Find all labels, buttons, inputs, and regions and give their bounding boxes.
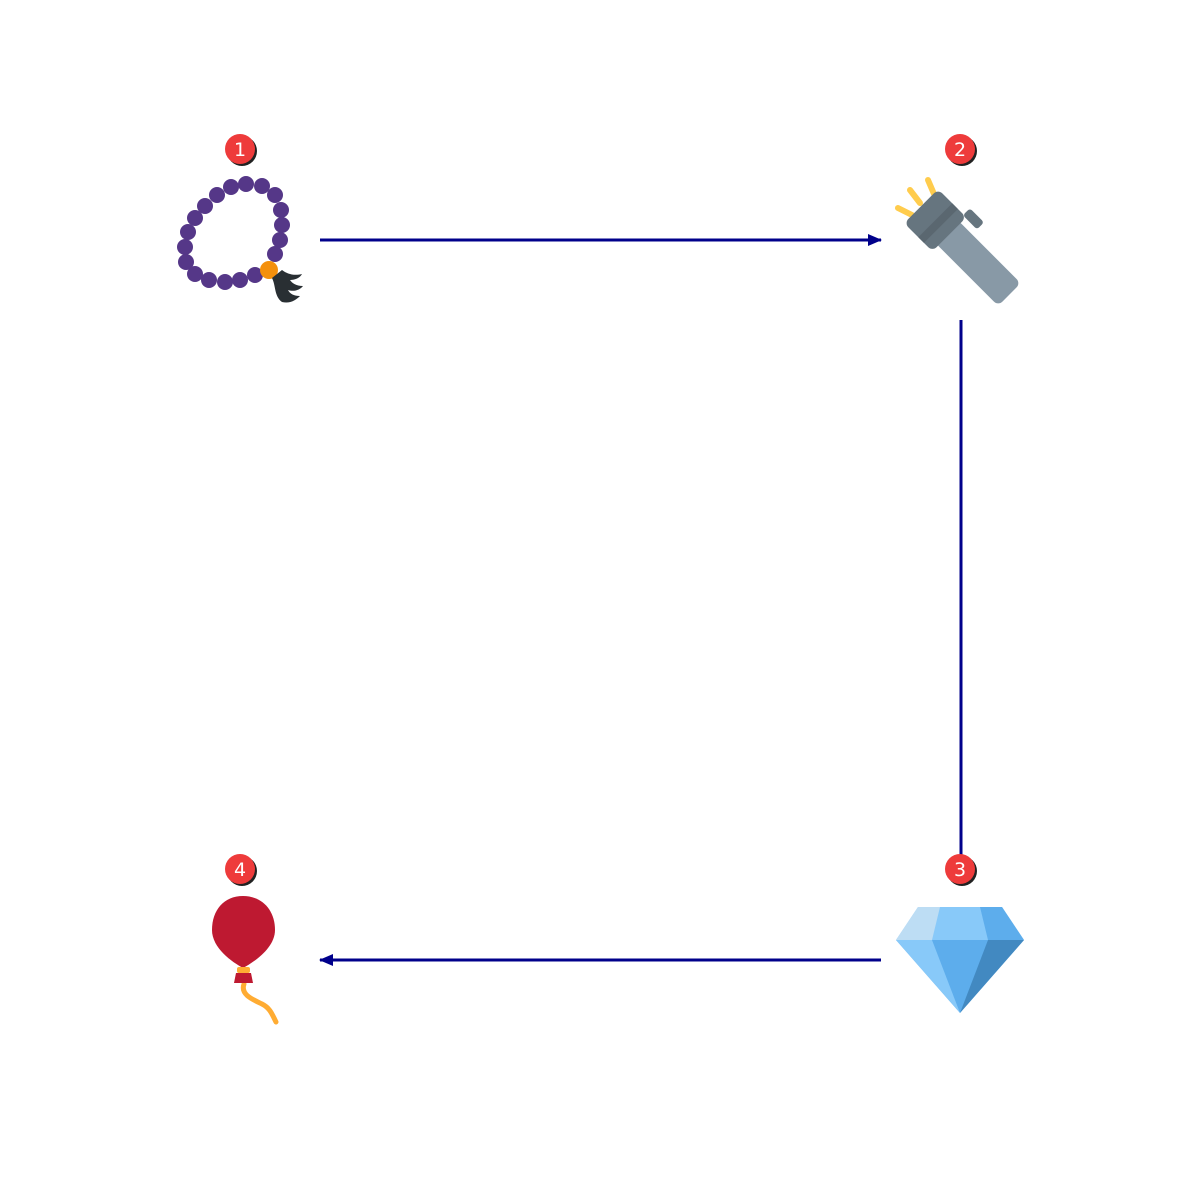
node-4-badge: 4 <box>225 854 257 886</box>
node-4-badge-number: 4 <box>234 859 246 881</box>
node-3-badge: 3 <box>945 854 977 886</box>
balloon-icon <box>212 896 279 1025</box>
node-2-badge-number: 2 <box>954 139 966 161</box>
node-1-badge: 1 <box>225 134 257 166</box>
gem-stone-icon <box>896 907 1024 1013</box>
node-2: 2 <box>895 134 1019 304</box>
node-3-badge-number: 3 <box>954 859 966 881</box>
flashlight-icon <box>895 177 1019 304</box>
prayer-beads-icon <box>177 176 303 303</box>
node-1-badge-number: 1 <box>234 139 246 161</box>
node-2-badge: 2 <box>945 134 977 166</box>
node-3: 3 <box>896 854 1024 1013</box>
node-1: 1 <box>177 134 303 303</box>
edges <box>319 234 963 966</box>
node-4: 4 <box>212 854 279 1025</box>
